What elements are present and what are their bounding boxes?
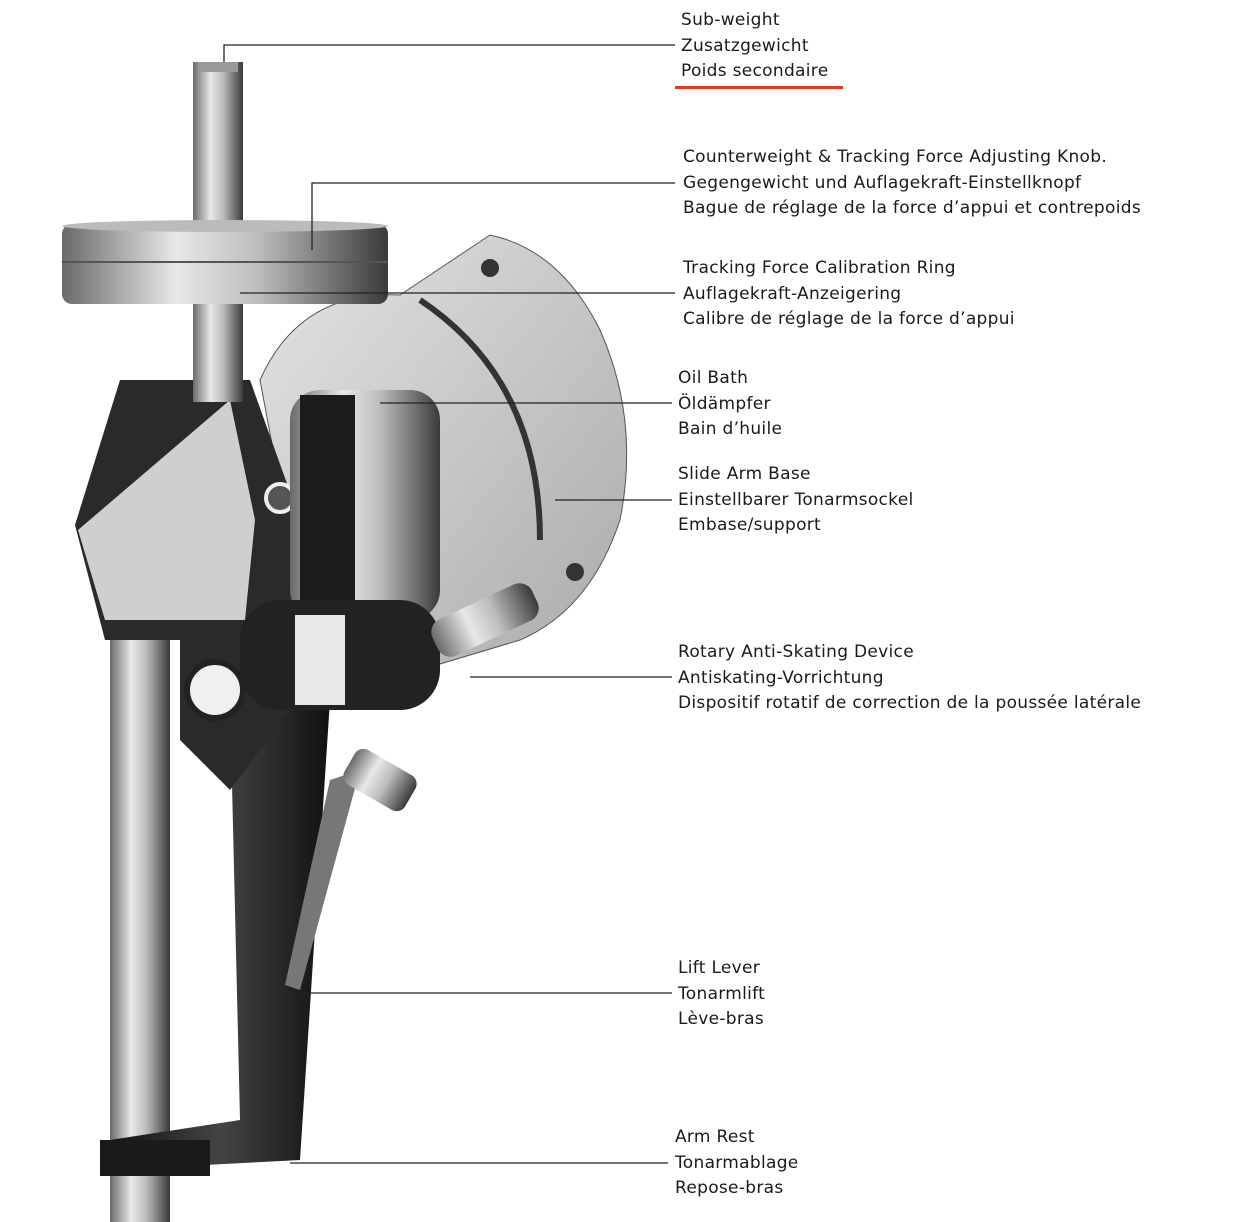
callout-slide-arm-base: Slide Arm Base Einstellbarer Tonarmsocke… bbox=[678, 462, 914, 539]
callout-counterweight: Counterweight & Tracking Force Adjusting… bbox=[683, 145, 1141, 222]
label-en: Slide Arm Base bbox=[678, 464, 811, 484]
callout-anti-skating: Rotary Anti-Skating Device Antiskating-V… bbox=[678, 640, 1141, 717]
leader-lines bbox=[223, 44, 675, 1164]
label-de: Zusatzgewicht bbox=[681, 35, 809, 56]
highlight-underline bbox=[675, 86, 843, 89]
label-de: Öldämpfer bbox=[678, 393, 771, 414]
label-fr: Poids secondaire bbox=[681, 61, 829, 81]
label-fr: Lève-bras bbox=[678, 1009, 765, 1029]
arm-rest bbox=[100, 1140, 210, 1176]
label-en: Counterweight & Tracking Force Adjusting… bbox=[683, 147, 1108, 167]
label-en: Rotary Anti-Skating Device bbox=[678, 642, 914, 662]
callout-calibration-ring: Tracking Force Calibration Ring Auflagek… bbox=[683, 256, 1015, 333]
callout-arm-rest: Arm Rest Tonarmablage Repose-bras bbox=[675, 1125, 799, 1202]
label-en: Tracking Force Calibration Ring bbox=[683, 258, 956, 278]
label-fr: Dispositif rotatif de correction de la p… bbox=[678, 693, 1142, 713]
arm-pillar bbox=[110, 600, 170, 1222]
label-fr: Embase/support bbox=[678, 515, 822, 535]
label-en: Arm Rest bbox=[675, 1127, 755, 1147]
label-en: Oil Bath bbox=[678, 368, 749, 388]
label-de: Einstellbarer Tonarmsockel bbox=[678, 489, 914, 510]
label-de: Tonarmablage bbox=[675, 1152, 799, 1173]
label-fr: Bain d’huile bbox=[678, 419, 783, 439]
label-fr: Repose-bras bbox=[675, 1178, 784, 1198]
label-en: Sub-weight bbox=[681, 10, 780, 30]
callout-oil-bath: Oil Bath Öldämpfer Bain d’huile bbox=[678, 366, 782, 443]
label-de: Antiskating-Vorrichtung bbox=[678, 667, 884, 688]
label-fr: Calibre de réglage de la force d’appui bbox=[683, 309, 1015, 329]
label-de: Tonarmlift bbox=[678, 983, 766, 1004]
label-en: Lift Lever bbox=[678, 958, 761, 978]
label-de: Gegengewicht und Auflagekraft-Einstellkn… bbox=[683, 172, 1082, 193]
lift-lever-bracket bbox=[110, 700, 330, 1170]
label-de: Auflagekraft-Anzeigering bbox=[683, 283, 902, 304]
callout-sub-weight: Sub-weight Zusatzgewicht Poids secondair… bbox=[681, 8, 828, 85]
counterweight-knob bbox=[62, 224, 388, 304]
label-fr: Bague de réglage de la force d’appui et … bbox=[683, 198, 1141, 218]
callout-lift-lever: Lift Lever Tonarmlift Lève-bras bbox=[678, 956, 765, 1033]
